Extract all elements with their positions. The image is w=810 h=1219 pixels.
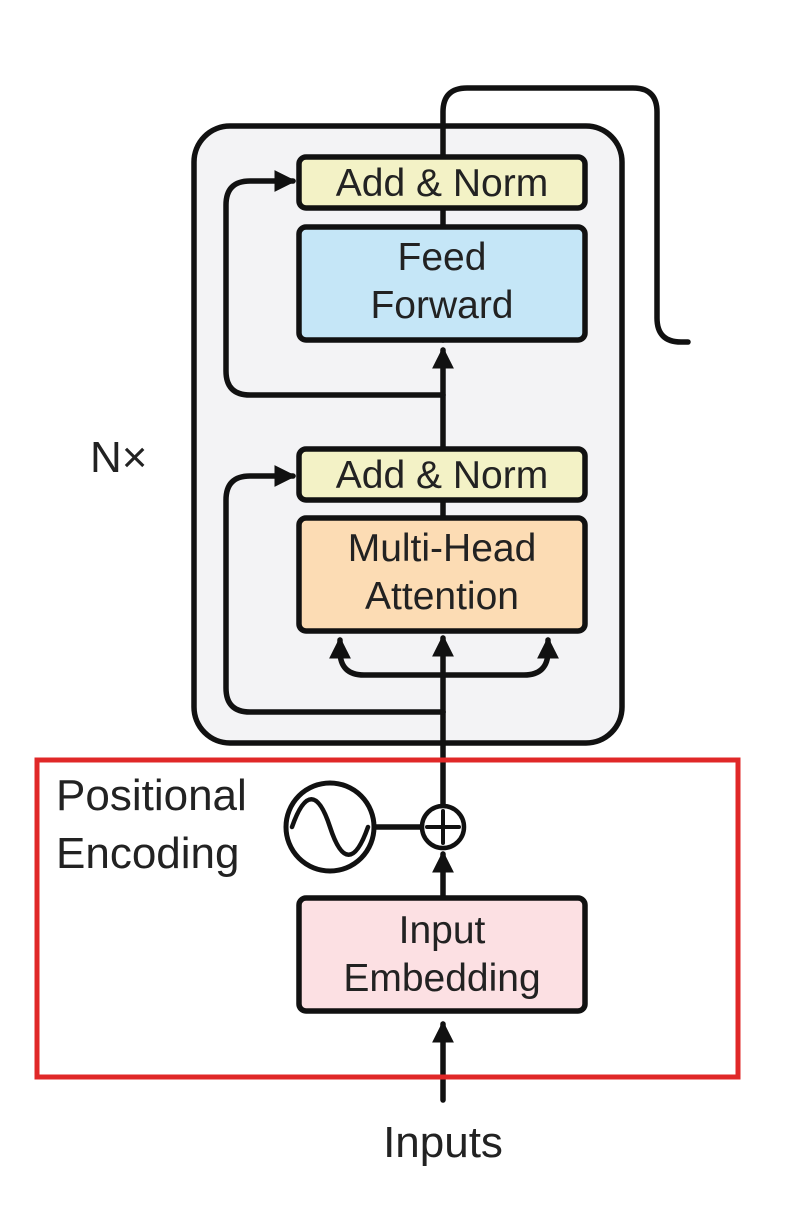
residual-connection-lower — [223, 465, 446, 715]
add-norm-top-label: Add & Norm — [336, 162, 548, 205]
repeat-count-label: N× — [90, 433, 147, 482]
positional-encoding-label-line-2: Encoding — [56, 829, 239, 878]
add-norm-bottom-label: Add & Norm — [336, 454, 548, 497]
circled-plus-icon — [419, 803, 467, 851]
multi-head-attention-label-line-2: Attention — [365, 575, 519, 618]
input-embedding-block — [296, 895, 588, 1014]
encoder-output-line — [440, 85, 691, 345]
attention-branch-right — [440, 636, 559, 678]
attention-branch-left — [329, 636, 446, 678]
feed-forward-label-line-1: Feed — [398, 236, 487, 279]
add-norm-top-block — [296, 154, 588, 211]
residual-connection-upper — [223, 170, 446, 398]
multi-head-attention-block — [296, 515, 588, 634]
input-embedding-label-line-1: Input — [399, 909, 486, 952]
multi-head-attention-label-line-1: Multi-Head — [348, 527, 537, 570]
input-embedding-label-line-2: Embedding — [343, 957, 540, 1000]
sine-wave-circle-icon — [283, 780, 377, 874]
highlight-frame — [34, 757, 741, 1080]
positional-encoding-label-line-1: Positional — [56, 771, 247, 820]
feed-forward-block — [296, 224, 588, 343]
inputs-label: Inputs — [383, 1118, 503, 1167]
add-norm-bottom-block — [296, 446, 588, 503]
encoder-stack-frame — [191, 123, 625, 746]
feed-forward-label-line-2: Forward — [370, 284, 513, 327]
